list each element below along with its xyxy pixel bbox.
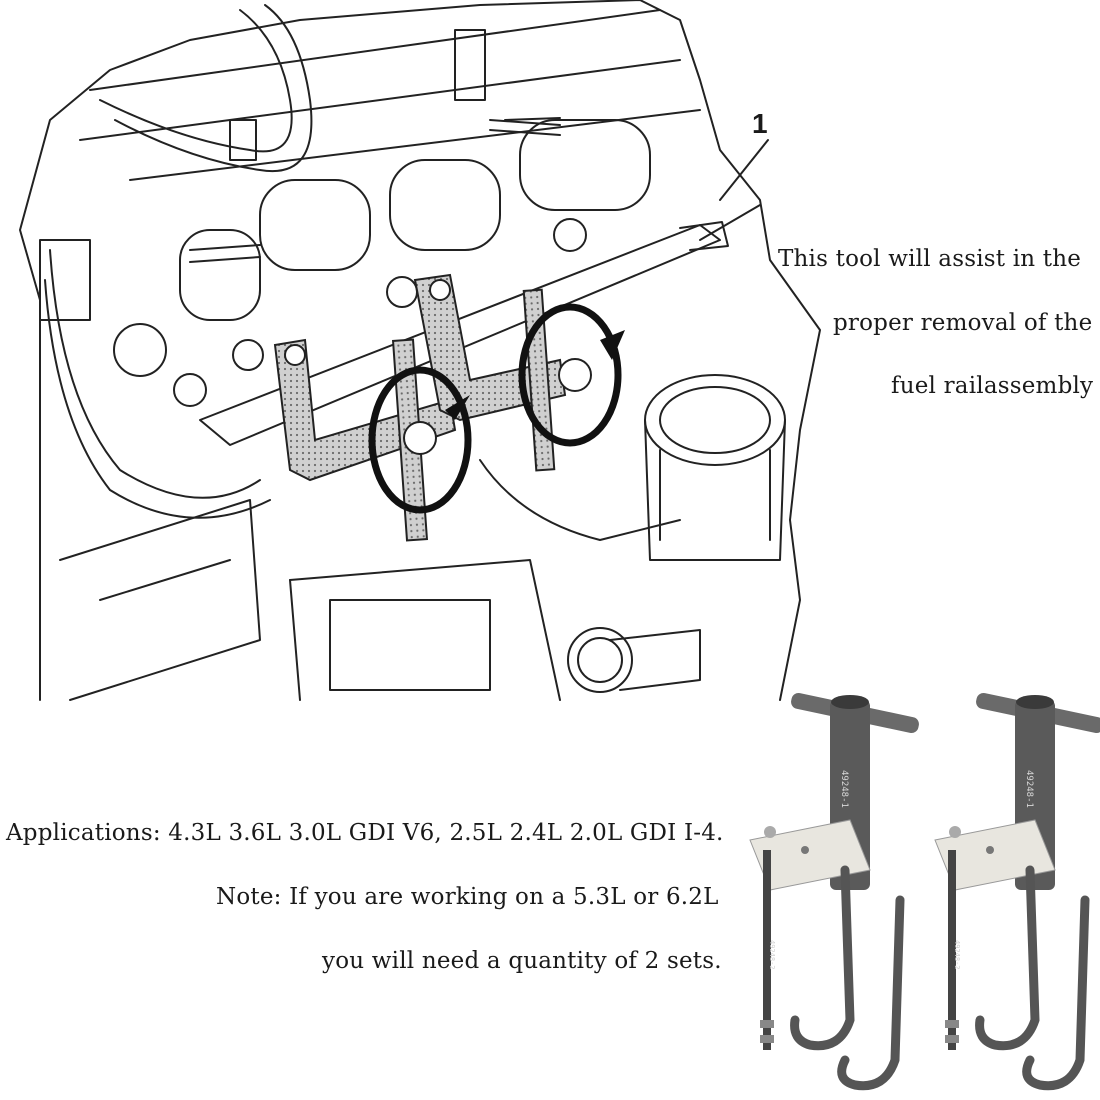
rotation-arrow <box>518 303 622 447</box>
rotation-arrow <box>368 366 472 514</box>
tool-set: 49248-1 49248-2 <box>934 692 1100 1091</box>
tool-rod-label: 49248-2 <box>953 940 961 970</box>
removal-tool-bracket <box>273 273 592 542</box>
description-line: This tool will assist in the <box>778 246 1082 272</box>
applications-text: Applications: 4.3L 3.6L 3.0L GDI V6, 2.5… <box>6 820 724 846</box>
rotation-arrow-head <box>445 395 470 420</box>
tool-set: 49248-1 49248-2 <box>749 692 919 1091</box>
tool-main-label: 49248-1 <box>839 770 849 808</box>
callout-number: 1 <box>752 108 768 139</box>
tool-rod-label: 49248-2 <box>768 940 776 970</box>
note-line: Note: If you are working on a 5.3L or 6.… <box>216 884 719 910</box>
tool-sets-photo: 49248-1 49248-2 49248-1 49248-2 <box>749 692 1100 1091</box>
note-line: you will need a quantity of 2 sets. <box>322 948 722 974</box>
description-line: fuel railassembly <box>891 373 1094 399</box>
engine-line-art <box>19 0 821 701</box>
description-line: proper removal of the <box>833 310 1093 336</box>
engine-diagram <box>19 0 821 701</box>
rotation-arrow-head <box>600 330 625 360</box>
tool-main-label: 49248-1 <box>1024 770 1034 808</box>
